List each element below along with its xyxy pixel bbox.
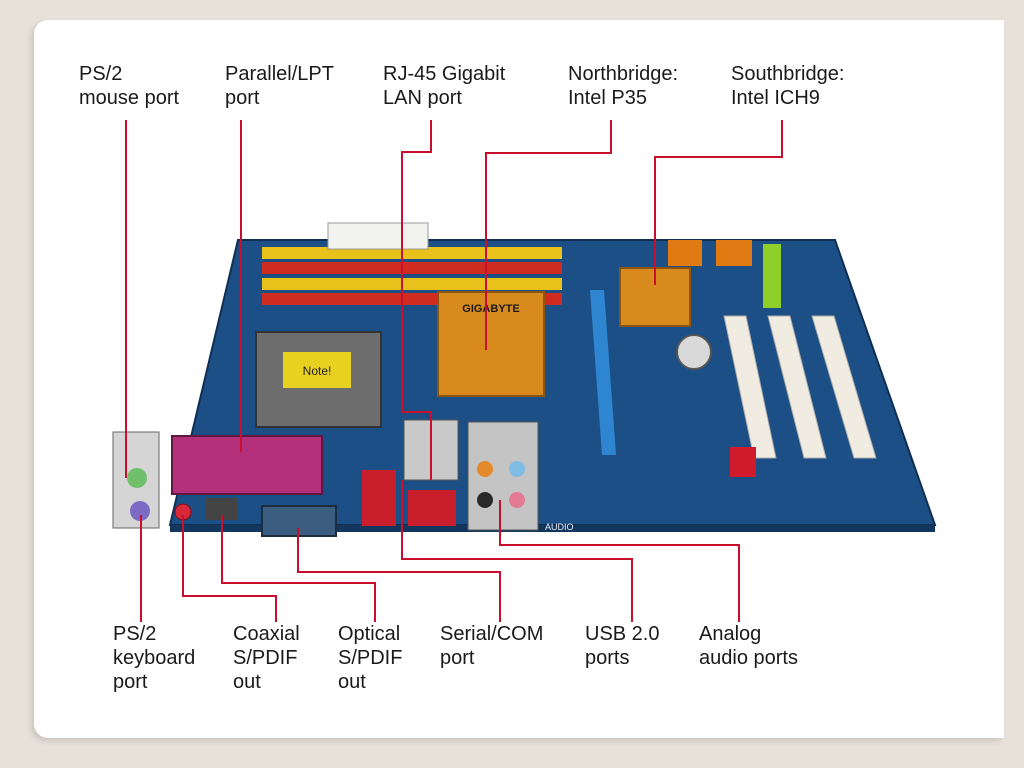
audio-port-block [467,421,539,531]
label-analog-audio-ports: Analog audio ports [699,623,798,669]
audio-silkscreen: AUDIO [545,522,574,532]
pci-slot-1 [723,315,777,459]
leader-optical-spdif [221,515,376,622]
dimm-slot-3 [262,278,562,290]
pcie-x16-slot [590,290,616,455]
northbridge-heatsink [437,291,545,397]
leader-southbridge [654,120,783,285]
usb-port-stack-1 [362,470,396,526]
ps2-keyboard-port [130,501,150,521]
cpu-sticker-text: Note! [303,364,332,378]
dimm-slot-2 [262,262,562,274]
green-header [763,244,781,308]
pci-slot-3 [811,315,877,459]
label-northbridge: Northbridge: Intel P35 [568,63,679,109]
leader-coaxial-spdif [182,515,277,622]
sata-connector-1 [668,240,702,266]
pci-slot-2 [767,315,827,459]
audio-jack-green [477,492,493,508]
heatsink-brand-text: GIGABYTE [462,303,519,315]
audio-jack-orange [477,461,493,477]
label-southbridge: Southbridge: Intel ICH9 [731,63,845,109]
label-coaxial-spdif: Coaxial S/PDIF out [233,623,300,693]
label-rj45-lan-port: RJ-45 Gigabit LAN port [383,63,506,109]
label-serial-com-port: Serial/COM port [440,623,544,669]
leader-usb-ports [401,480,633,622]
atx-power-connector [327,222,429,250]
label-usb-ports: USB 2.0 ports [585,623,660,669]
cmos-battery [676,334,712,370]
cpu-socket-cover [283,352,351,388]
label-ps2-mouse-port: PS/2 mouse port [79,63,180,109]
label-optical-spdif: Optical S/PDIF out [338,623,403,693]
audio-jack-blue [509,461,525,477]
optical-spdif-port [205,498,237,520]
label-parallel-port: Parallel/LPT port [225,63,334,109]
label-ps2-keyboard-port: PS/2 keyboard port [113,623,196,693]
pcb-dark-edge [170,525,935,532]
sata-connector-2 [716,240,752,266]
leader-rj45-lan [401,120,432,480]
leader-analog-audio [499,500,740,622]
usb-port-stack-2 [408,490,456,526]
leader-serial-com [297,528,501,622]
leader-northbridge [485,120,612,350]
audio-jack-pink [509,492,525,508]
red-header [730,447,756,477]
ps2-mouse-port [127,468,147,488]
parallel-port [171,435,323,495]
